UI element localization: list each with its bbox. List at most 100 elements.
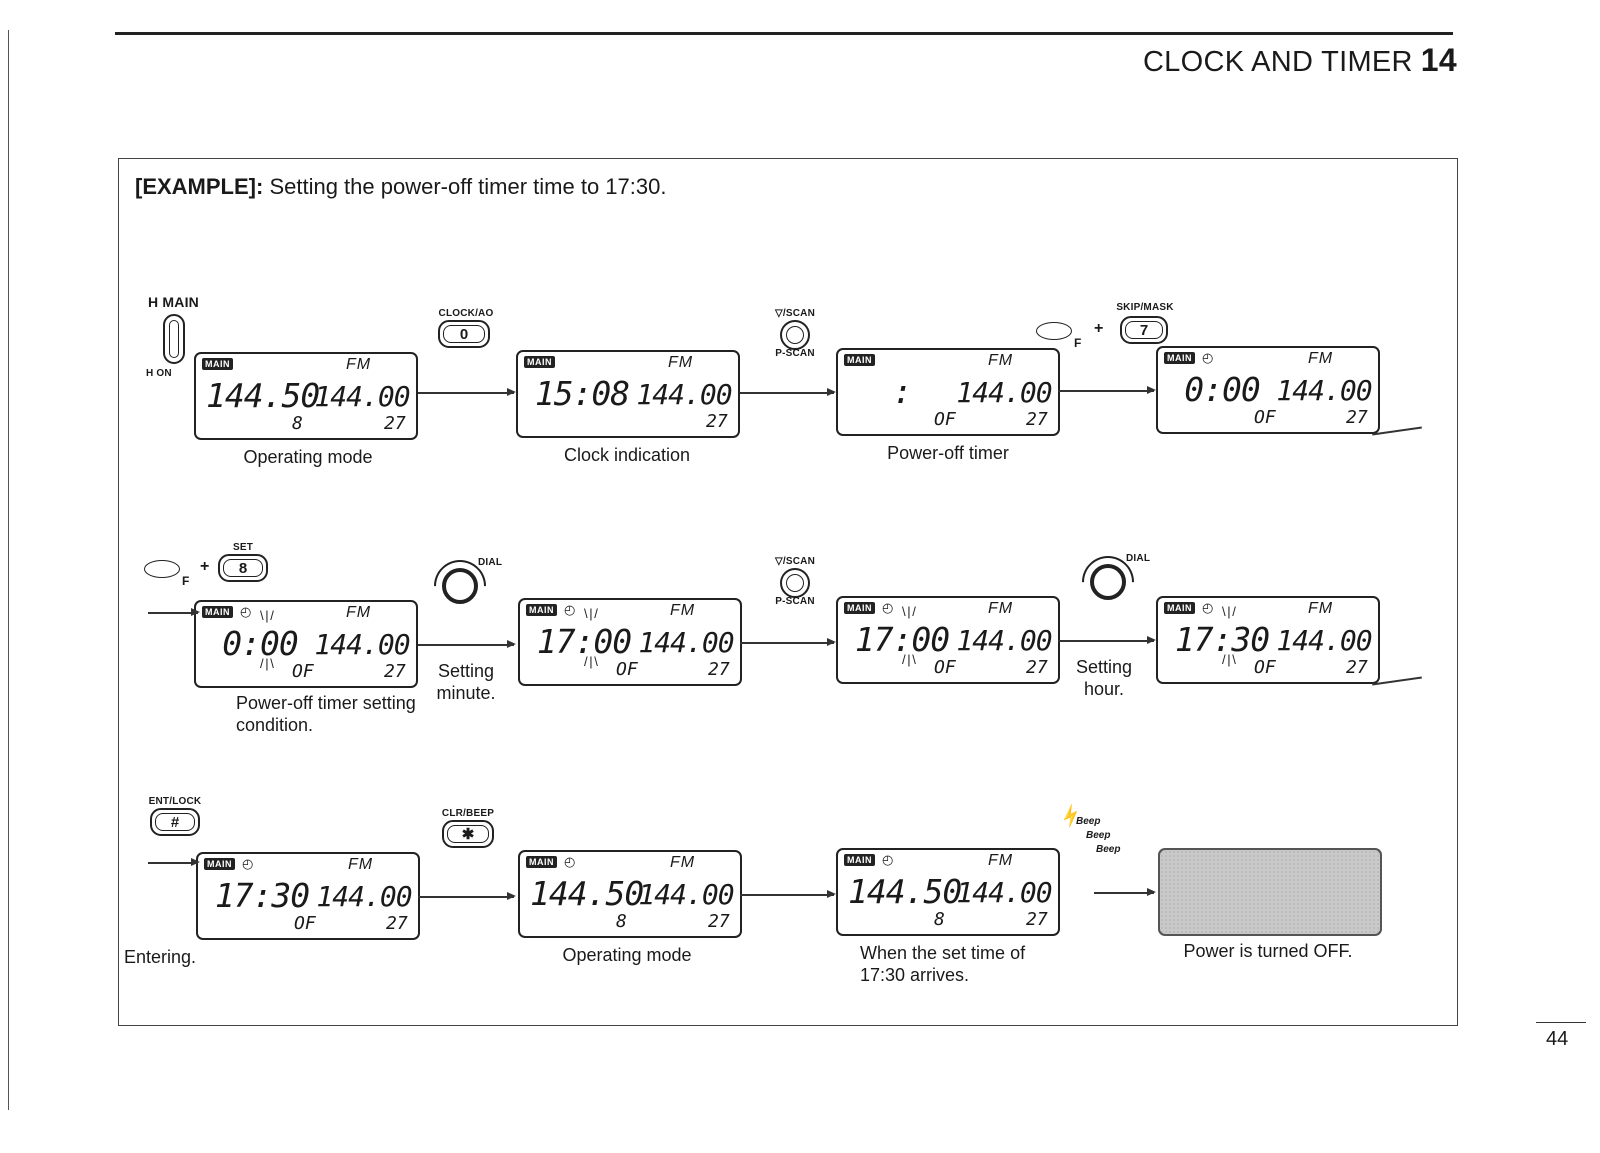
dial-knob[interactable] (442, 568, 478, 604)
flow-arrow (1058, 637, 1156, 643)
caption-setting-hour: Setting hour. (1075, 657, 1133, 699)
ent-lock-label: ENT/LOCK (148, 796, 202, 807)
dial-knob-2[interactable] (1090, 564, 1126, 600)
h-main-key[interactable] (163, 314, 185, 364)
caption-clock-indication: Clock indication (563, 445, 691, 465)
mode-indicator: FM (668, 354, 694, 371)
example-label: [EXAMPLE]: (135, 174, 264, 199)
chapter-number: 14 (1420, 42, 1457, 78)
sub-indicator-left: OF (616, 659, 638, 680)
clock-ao-key[interactable]: 0 (438, 320, 490, 348)
caption-power-off: Power is turned OFF. (1183, 941, 1353, 961)
flow-arrow (148, 609, 200, 615)
mode-indicator: FM (1308, 350, 1334, 367)
skip-mask-key[interactable]: 7 (1120, 316, 1168, 344)
ent-lock-key-face: # (155, 813, 195, 831)
blink-mark-icon: / | \ (584, 654, 598, 669)
sub-indicator-left: OF (1254, 407, 1276, 428)
ent-lock-key[interactable]: # (150, 808, 200, 836)
blink-mark-icon: \ | / (584, 606, 598, 621)
example-panel (118, 158, 1458, 1026)
plus-sign: + (1094, 320, 1104, 337)
main-badge: MAIN (1164, 352, 1195, 364)
clock-icon: ◴ (564, 602, 576, 617)
frequency-left: 144.50 (848, 872, 962, 911)
header-rule (115, 32, 1453, 35)
scan-label-2: ▽/SCAN (774, 556, 815, 567)
frequency-right: 144.00 (956, 624, 1052, 657)
mode-indicator: FM (988, 352, 1014, 369)
scan-key[interactable] (780, 320, 810, 350)
blink-mark-icon: \ | / (1222, 604, 1236, 619)
binding-margin-line (8, 30, 9, 1110)
page-number: 44 (1546, 1028, 1569, 1050)
frequency-left: 0:00 (222, 624, 298, 663)
frequency-right: 144.00 (638, 626, 734, 659)
flow-arrow (148, 859, 200, 865)
blink-mark-icon: \ | / (260, 608, 274, 623)
page-number-rule (1536, 1022, 1586, 1023)
function-key[interactable] (1036, 322, 1072, 340)
function-key-2[interactable] (144, 560, 180, 578)
main-badge: MAIN (526, 856, 557, 868)
clr-beep-key[interactable]: ✱ (442, 820, 494, 848)
sub-indicator-left: OF (294, 913, 316, 934)
example-heading: [EXAMPLE]: Setting the power-off timer t… (135, 174, 666, 200)
mode-indicator: FM (1308, 600, 1334, 617)
frequency-left: 17:30 (214, 876, 310, 915)
clock-ao-key-face: 0 (443, 325, 485, 343)
flow-arrow (418, 641, 516, 647)
frequency-left: 15:08 (534, 374, 630, 413)
clock-icon: ◴ (1202, 600, 1214, 615)
scan-key-2[interactable] (780, 568, 810, 598)
mode-indicator: FM (670, 602, 696, 619)
plus-sign-2: + (200, 558, 210, 575)
main-badge: MAIN (844, 354, 875, 366)
sub-indicator-right: 27 (1026, 657, 1048, 678)
caption-power-off-timer: Power-off timer (887, 443, 1009, 463)
blink-mark-icon: \ | / (902, 604, 916, 619)
h-on-label: H ON (146, 368, 172, 379)
dial-label-2: DIAL (1126, 553, 1151, 564)
set-label: SET (232, 542, 254, 553)
beep-3: Beep (1096, 844, 1121, 855)
p-scan-label: P-SCAN (775, 348, 815, 359)
skip-mask-label: SKIP/MASK (1116, 302, 1174, 313)
clr-beep-key-face: ✱ (447, 825, 489, 843)
caption-set-time-arrives: When the set time of 17:30 arrives. (860, 943, 1026, 985)
main-badge: MAIN (524, 356, 555, 368)
blink-mark-icon: / | \ (260, 656, 274, 671)
caption-setting-minute: Setting minute. (436, 661, 496, 703)
clock-icon: ◴ (882, 600, 894, 615)
frequency-right: 144.00 (314, 628, 410, 661)
flow-arrow (418, 389, 516, 395)
frequency-right: 144.00 (636, 378, 732, 411)
main-badge: MAIN (202, 606, 233, 618)
sub-indicator-right: 27 (706, 411, 728, 432)
mode-indicator: FM (988, 600, 1014, 617)
blink-mark-icon: / | \ (1222, 652, 1236, 667)
flow-arrow (1058, 387, 1156, 393)
clock-icon: ◴ (240, 604, 252, 619)
main-badge: MAIN (844, 602, 875, 614)
frequency-right: 144.00 (314, 380, 410, 413)
h-main-label: H MAIN (148, 294, 199, 310)
sub-indicator-right: 27 (1346, 657, 1368, 678)
main-badge: MAIN (204, 858, 235, 870)
mode-indicator: FM (346, 604, 372, 621)
frequency-right: 144.00 (1276, 624, 1372, 657)
frequency-left: 17:00 (536, 622, 632, 661)
set-key[interactable]: 8 (218, 554, 268, 582)
frequency-right: 144.00 (956, 376, 1052, 409)
section-title-text: CLOCK AND TIMER (1142, 46, 1413, 78)
mode-indicator: FM (670, 854, 696, 871)
blink-mark-icon: / | \ (902, 652, 916, 667)
skip-mask-key-face: 7 (1125, 321, 1163, 339)
frequency-left: : (892, 372, 913, 411)
p-scan-label-2: P-SCAN (775, 596, 815, 607)
